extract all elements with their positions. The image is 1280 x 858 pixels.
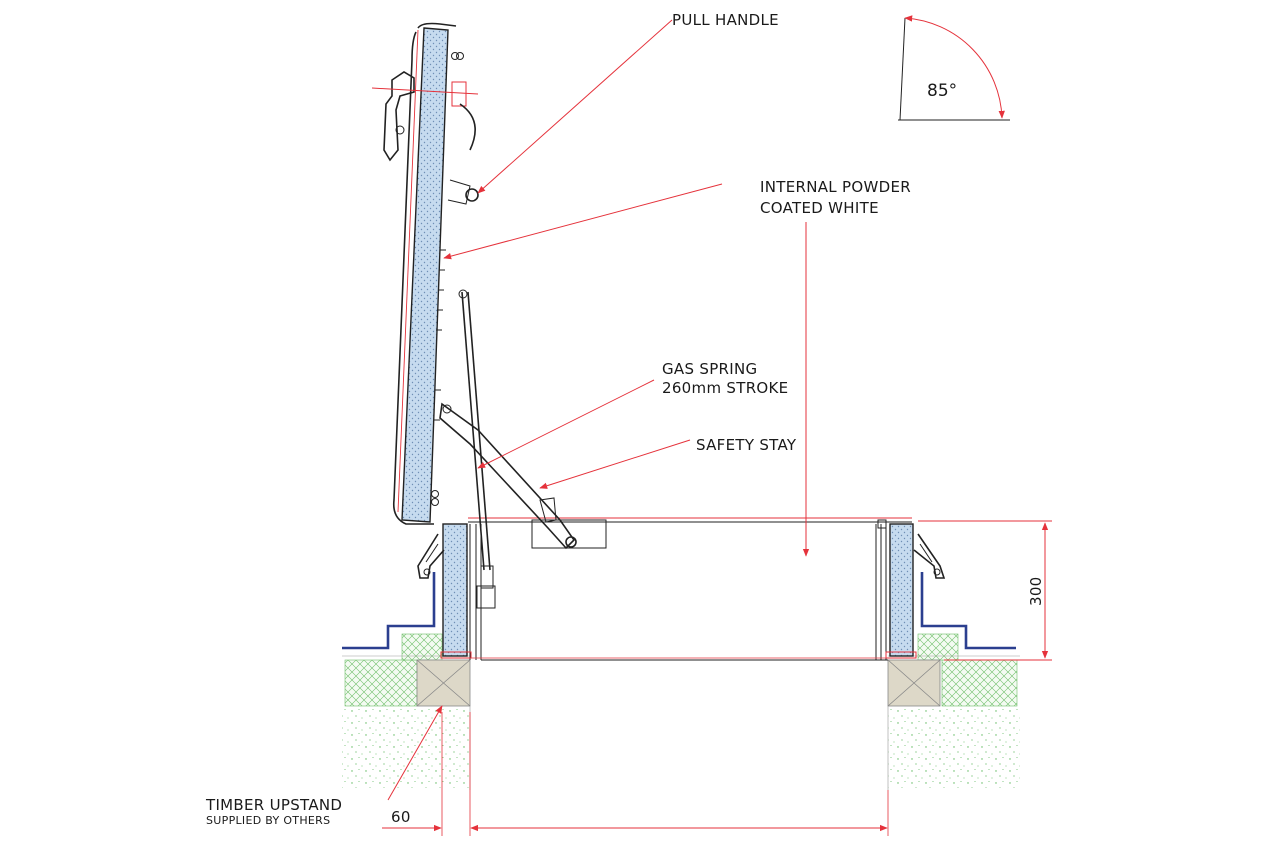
leader-safety-stay [539, 439, 691, 489]
flashing-left [342, 572, 436, 650]
label-width-60: 60 [391, 808, 411, 826]
latch-left [417, 533, 445, 579]
label-supplied-by-others: SUPPLIED BY OTHERS [206, 814, 330, 827]
insulation-left-upper [401, 633, 443, 661]
dimension-height [918, 520, 1052, 661]
label-height-300: 300 [1027, 576, 1045, 606]
leaders [387, 19, 810, 801]
dimension-width [382, 712, 889, 836]
hatch-lid [392, 22, 464, 525]
pull-handle [371, 71, 479, 205]
angle-indicator [898, 15, 1010, 121]
label-internal-powder-2: COATED WHITE [760, 199, 879, 217]
flashing-right [920, 572, 1016, 650]
leader-gas-spring [477, 379, 655, 469]
leader-pull-handle [477, 19, 673, 194]
kerb-right [875, 519, 917, 660]
label-gas-spring-1: GAS SPRING [662, 360, 757, 378]
roof-buildup [342, 633, 1020, 790]
kerb-left [440, 523, 482, 660]
leader-powder-coat [443, 183, 723, 260]
label-timber-upstand: TIMBER UPSTAND [205, 796, 342, 814]
safety-stay [439, 402, 607, 550]
label-internal-powder-1: INTERNAL POWDER [760, 178, 911, 196]
insulation-right [941, 659, 1018, 707]
latch-right [913, 533, 946, 579]
label-angle: 85° [927, 81, 957, 101]
deck-right [888, 708, 1020, 788]
deck-left [342, 708, 470, 788]
insulation-right-upper [917, 633, 959, 661]
insulation-left [344, 659, 418, 707]
label-gas-spring-2: 260mm STROKE [662, 379, 788, 397]
label-safety-stay: SAFETY STAY [696, 436, 797, 454]
label-pull-handle: PULL HANDLE [672, 11, 779, 29]
leader-timber-upstand [387, 705, 443, 801]
timber-upstand-right [887, 659, 941, 707]
timber-upstand-left [416, 659, 471, 707]
